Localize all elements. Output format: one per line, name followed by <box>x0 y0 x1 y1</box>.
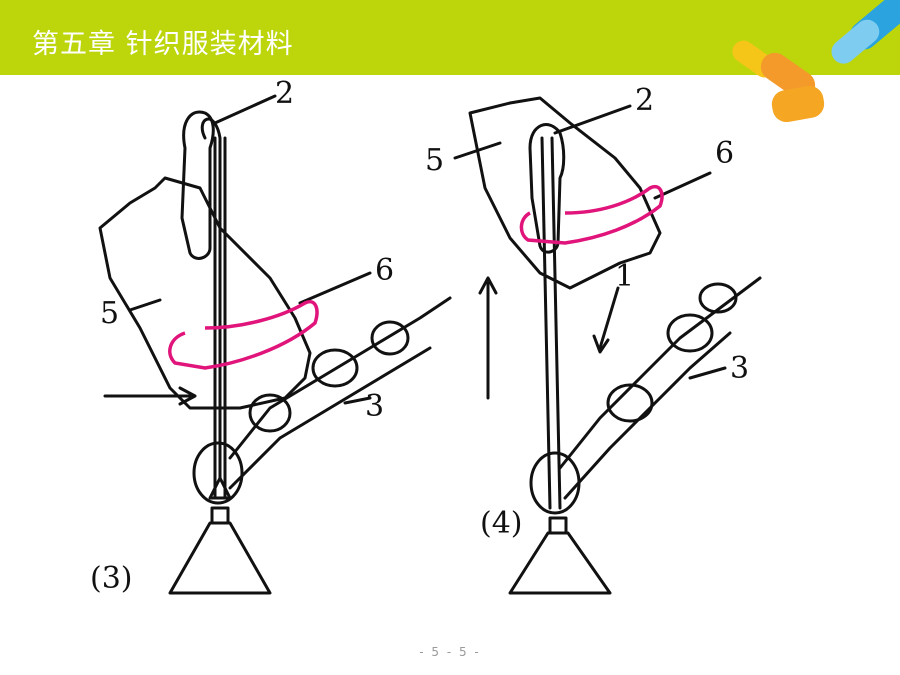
loop-chain <box>558 276 762 470</box>
caption-left: (3) <box>90 561 133 596</box>
yarn-highlight-left <box>168 300 319 370</box>
label-loops-right: 3 <box>730 351 749 386</box>
slide-title: 第五章 针织服装材料 <box>32 29 294 60</box>
decorative-logo-icon <box>732 0 900 123</box>
label-loops-left: 3 <box>365 389 384 424</box>
needle-hook <box>180 110 215 260</box>
label-sinker-right: 5 <box>425 143 444 178</box>
loop-chain <box>228 296 452 460</box>
yarn-highlight-right <box>519 185 664 245</box>
base-triangle <box>168 521 272 595</box>
needle-hook <box>528 123 566 254</box>
label-arrow-right: 1 <box>615 259 634 294</box>
right-panel <box>453 96 762 595</box>
label-needle-right: 2 <box>635 83 654 118</box>
slide-header: 第五章 针织服装材料 <box>0 0 900 75</box>
left-panel <box>98 94 452 595</box>
label-yarn-left: 6 <box>375 253 394 288</box>
label-yarn-right: 6 <box>715 136 734 171</box>
base-triangle <box>508 531 612 595</box>
sinker-shape <box>468 96 662 290</box>
caption-right: (4) <box>480 506 523 541</box>
label-sinker-left: 5 <box>100 296 119 331</box>
knitting-diagram: 2 5 6 3 (3) 2 5 6 1 3 (4) <box>90 78 762 596</box>
label-needle-left: 2 <box>275 78 294 111</box>
page-number: - 5 - 5 - <box>419 645 481 659</box>
sinker-shape <box>98 176 312 410</box>
